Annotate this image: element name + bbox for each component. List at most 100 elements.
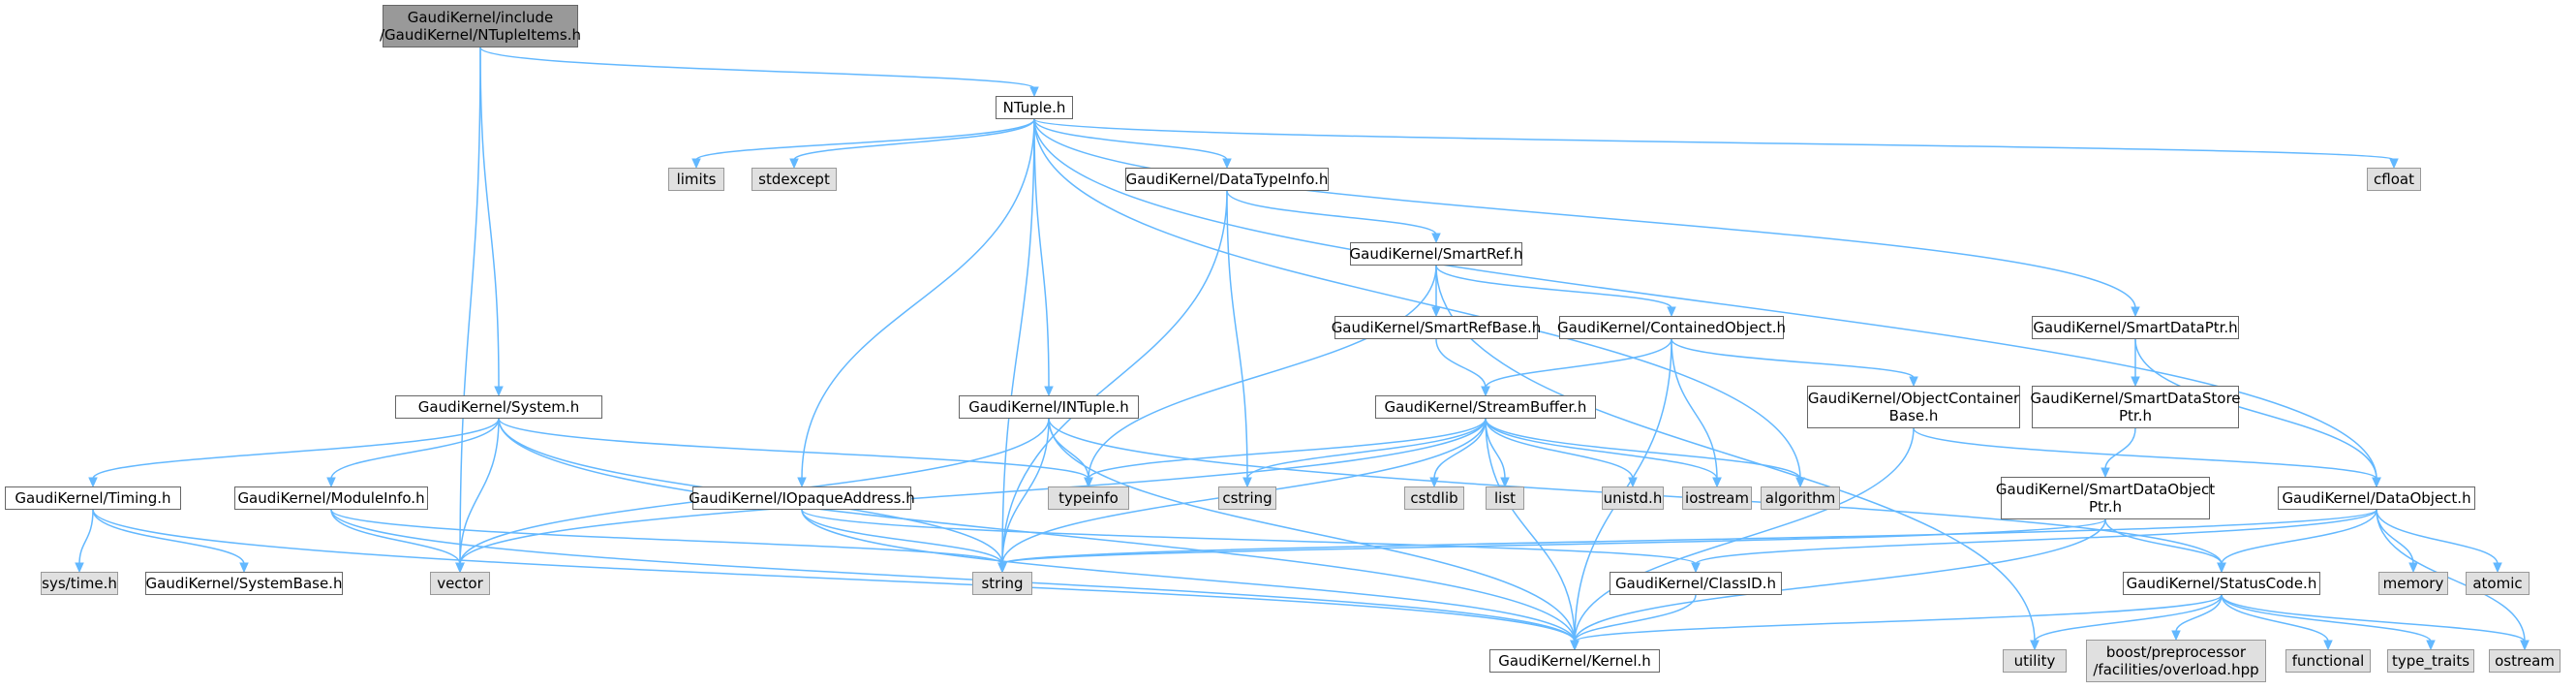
edge-smartref-to-typeinfo	[1088, 265, 1437, 480]
edge-dataobject-to-ostream	[2376, 509, 2526, 643]
arrowhead-system-to-timing	[88, 477, 98, 488]
arrowhead-statuscode-to-ostream	[2520, 640, 2530, 651]
edge-classid-to-kernel	[1574, 594, 1697, 643]
arrowhead-statuscode-to-kernel	[1570, 640, 1579, 651]
arrowhead-system-to-moduleinfo	[326, 477, 336, 488]
arrowhead-streambuffer-to-unistd	[1628, 477, 1638, 488]
node-smartdataobjectptr[interactable]: GaudiKernel/SmartDataObject Ptr.h	[1996, 477, 2215, 519]
node-streambuffer[interactable]: GaudiKernel/StreamBuffer.h	[1375, 395, 1596, 419]
node-smartref[interactable]: GaudiKernel/SmartRef.h	[1350, 242, 1523, 266]
arrowhead-statuscode-to-functional	[2323, 640, 2333, 651]
edge-ntupleitems-to-vector	[459, 47, 481, 565]
arrowhead-datatypeinfo-to-smartref	[1431, 233, 1441, 244]
arrowhead-ntupleitems-to-system	[494, 386, 504, 397]
node-smartrefbase[interactable]: GaudiKernel/SmartRefBase.h	[1332, 316, 1541, 339]
edge-statuscode-to-utility	[2034, 594, 2223, 643]
edge-ntuple-to-limits	[695, 118, 1035, 161]
edge-streambuffer-to-cstdlib	[1433, 418, 1487, 480]
edge-streambuffer-to-algorithm	[1485, 418, 1801, 480]
node-stdexcept: stdexcept	[751, 168, 837, 191]
node-vector: vector	[430, 572, 490, 595]
node-system[interactable]: GaudiKernel/System.h	[395, 395, 602, 419]
node-cstdlib: cstdlib	[1404, 486, 1464, 510]
arrowhead-intuple-to-typeinfo	[1084, 477, 1093, 488]
edge-objectcontainerbase-to-dataobject	[1913, 427, 2377, 480]
node-dataobject[interactable]: GaudiKernel/DataObject.h	[2278, 486, 2475, 510]
arrowhead-dataobject-to-classid	[1691, 562, 1701, 574]
edge-streambuffer-to-iostream	[1485, 418, 1718, 480]
node-intuple[interactable]: GaudiKernel/INTuple.h	[959, 395, 1139, 419]
node-unistd: unistd.h	[1602, 486, 1664, 510]
edge-smartdatastoreptr-to-smartdataobjectptr	[2104, 427, 2136, 470]
edge-dataobject-to-classid	[1695, 509, 2377, 565]
edge-system-to-moduleinfo	[330, 418, 500, 480]
node-cfloat: cfloat	[2367, 168, 2421, 191]
arrowhead-timing-to-systime	[75, 562, 84, 574]
edge-ntuple-to-intuple	[1033, 118, 1050, 389]
arrowhead-timing-to-systembase	[239, 562, 249, 574]
node-timing[interactable]: GaudiKernel/Timing.h	[5, 486, 181, 510]
node-memory: memory	[2378, 572, 2448, 595]
edge-statuscode-to-overload	[2175, 594, 2223, 633]
node-cstring: cstring	[1218, 486, 1276, 510]
node-atomic: atomic	[2466, 572, 2530, 595]
node-moduleinfo[interactable]: GaudiKernel/ModuleInfo.h	[234, 486, 428, 510]
edge-intuple-to-string	[1001, 418, 1050, 565]
edge-dataobject-to-atomic	[2376, 509, 2499, 565]
node-list: list	[1486, 486, 1524, 510]
edge-streambuffer-to-unistd	[1485, 418, 1634, 480]
edge-timing-to-kernel	[92, 509, 1576, 643]
edge-containedobject-to-objectcontainerbase	[1671, 338, 1915, 379]
arrowhead-streambuffer-to-cstring	[1242, 477, 1252, 488]
node-smartdatastoreptr[interactable]: GaudiKernel/SmartDataStore Ptr.h	[2030, 386, 2241, 428]
edge-smartdataptr-to-dataobject	[2134, 338, 2377, 480]
edge-ntuple-to-dataobject	[1033, 118, 2377, 480]
edge-streambuffer-to-cstring	[1246, 418, 1487, 480]
edge-ntuple-to-smartdataptr	[1033, 118, 2136, 309]
arrowhead-streambuffer-to-iostream	[1712, 477, 1722, 488]
arrowhead-statuscode-to-utility	[2030, 640, 2039, 651]
node-typeinfo: typeinfo	[1048, 486, 1129, 510]
node-systime: sys/time.h	[41, 572, 118, 595]
node-ntupleitems[interactable]: GaudiKernel/include /GaudiKernel/NTupleI…	[380, 5, 581, 47]
node-containedobject[interactable]: GaudiKernel/ContainedObject.h	[1557, 316, 1786, 339]
node-kernel[interactable]: GaudiKernel/Kernel.h	[1489, 649, 1660, 673]
edge-streambuffer-to-kernel	[1485, 418, 1576, 643]
arrowhead-objectcontainerbase-to-dataobject	[2372, 477, 2381, 488]
edge-smartdataobjectptr-to-statuscode	[2104, 518, 2223, 565]
arrowhead-dataobject-to-memory	[2408, 562, 2418, 574]
node-smartdataptr[interactable]: GaudiKernel/SmartDataPtr.h	[2032, 316, 2239, 339]
edge-ntuple-to-iopaqueaddress	[801, 118, 1035, 480]
arrowhead-ntuple-to-stdexcept	[789, 158, 799, 170]
node-systembase[interactable]: GaudiKernel/SystemBase.h	[145, 572, 343, 595]
node-classid[interactable]: GaudiKernel/ClassID.h	[1610, 572, 1782, 595]
arrowhead-ntupleitems-to-ntuple	[1029, 86, 1039, 98]
edge-ntupleitems-to-system	[479, 47, 500, 389]
arrowhead-containedobject-to-streambuffer	[1481, 386, 1490, 397]
arrowhead-statuscode-to-overload	[2171, 630, 2181, 642]
edge-smartref-to-containedobject	[1435, 265, 1672, 309]
node-string: string	[972, 572, 1032, 595]
edge-system-to-typeinfo	[498, 418, 1089, 480]
node-functional: functional	[2285, 649, 2371, 673]
edge-statuscode-to-kernel	[1574, 594, 2223, 643]
node-limits: limits	[668, 168, 724, 191]
node-objectcontainerbase[interactable]: GaudiKernel/ObjectContainer Base.h	[1807, 386, 2020, 428]
node-iopaqueaddress[interactable]: GaudiKernel/IOpaqueAddress.h	[689, 486, 915, 510]
edge-moduleinfo-to-vector	[330, 509, 461, 565]
node-statuscode[interactable]: GaudiKernel/StatusCode.h	[2123, 572, 2320, 595]
node-datatypeinfo[interactable]: GaudiKernel/DataTypeInfo.h	[1125, 168, 1329, 191]
edge-intuple-to-kernel	[1048, 418, 1576, 643]
edge-system-to-timing	[92, 418, 500, 480]
node-algorithm: algorithm	[1761, 486, 1840, 510]
node-ntuple[interactable]: NTuple.h	[996, 96, 1073, 119]
node-type-traits: type_traits	[2387, 649, 2474, 673]
arrowhead-smartref-to-smartrefbase	[1431, 306, 1441, 318]
arrowhead-dataobject-to-atomic	[2493, 562, 2502, 574]
edge-datatypeinfo-to-string	[1001, 190, 1228, 565]
node-iostream: iostream	[1682, 486, 1752, 510]
edge-containedobject-to-iostream	[1671, 338, 1718, 480]
edge-moduleinfo-to-kernel	[330, 509, 1576, 643]
edge-streambuffer-to-vector	[459, 418, 1487, 565]
edge-datatypeinfo-to-cstring	[1226, 190, 1248, 480]
